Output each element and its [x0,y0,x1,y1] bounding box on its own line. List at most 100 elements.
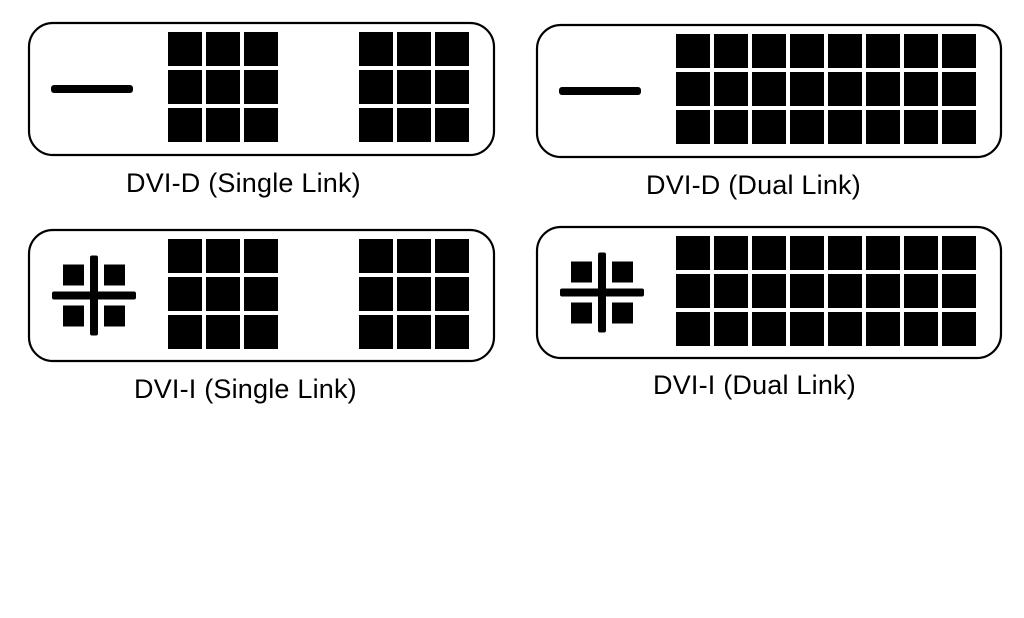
connector-dvi-i-single [27,228,496,363]
connector-dvi-d-single [27,21,496,157]
pin [942,110,976,144]
pin [206,32,240,66]
analog-pin [612,302,633,324]
pin [866,312,900,346]
pin [244,315,278,349]
pin [790,72,824,106]
pin [397,239,431,273]
pin [790,312,824,346]
pin [244,108,278,142]
pin [676,72,710,106]
pin-block-right [359,32,469,142]
pin [676,274,710,308]
pin [904,236,938,270]
blade-pin [51,85,133,93]
analog-pin [63,264,84,286]
pin [397,277,431,311]
pin [359,315,393,349]
pin [206,277,240,311]
pin [168,277,202,311]
pin [676,34,710,68]
pin [828,34,862,68]
pin [714,72,748,106]
pin [359,239,393,273]
pin [435,108,469,142]
pin [244,70,278,104]
pin [244,277,278,311]
pin [828,312,862,346]
pin [714,34,748,68]
connector-shell [535,225,1003,360]
pin [752,110,786,144]
connector-shell [27,21,496,157]
pin [790,110,824,144]
pin [752,34,786,68]
pin-block-right [359,239,469,349]
pin [168,239,202,273]
pin [828,274,862,308]
pin [244,32,278,66]
pin [435,70,469,104]
pin [942,274,976,308]
blade-pin [559,87,641,95]
pin [359,108,393,142]
pin [168,108,202,142]
pin [435,239,469,273]
caption-dvi-d-single: DVI-D (Single Link) [126,168,361,198]
pin [714,312,748,346]
analog-pin-group [52,255,136,336]
pin [359,32,393,66]
pin [904,274,938,308]
pin [435,315,469,349]
connector-dvi-i-dual [535,225,1003,360]
pin [828,110,862,144]
pin [866,274,900,308]
pin-block [676,236,976,346]
pin [676,236,710,270]
caption-dvi-d-dual: DVI-D (Dual Link) [646,170,861,200]
pin [866,236,900,270]
pin [206,315,240,349]
analog-pin-group [560,252,644,333]
pin [904,110,938,144]
pin [206,108,240,142]
cross-blade-vertical [90,255,98,336]
pin [168,315,202,349]
pin [942,312,976,346]
pin [752,312,786,346]
pin [942,72,976,106]
pin [942,34,976,68]
pin [676,110,710,144]
pin [676,312,710,346]
pin-block-left [168,239,278,349]
pin [397,108,431,142]
pin [790,34,824,68]
pin [828,236,862,270]
analog-pin [612,261,633,283]
pin [752,236,786,270]
connector-shell [535,23,1003,159]
pin [790,236,824,270]
pin [790,274,824,308]
pin [942,236,976,270]
pin [359,70,393,104]
pin-block-left [168,32,278,142]
pin [397,70,431,104]
cross-blade-vertical [598,252,606,333]
connector-shell [27,228,496,363]
connector-dvi-d-dual [535,23,1003,159]
pin [866,110,900,144]
pin [904,312,938,346]
analog-pin [104,264,125,286]
pin [244,239,278,273]
pin [752,72,786,106]
analog-pin [571,302,592,324]
analog-pin [571,261,592,283]
pin [904,34,938,68]
pin [206,70,240,104]
pin [714,274,748,308]
analog-pin [63,305,84,327]
pin [397,32,431,66]
pin [435,277,469,311]
